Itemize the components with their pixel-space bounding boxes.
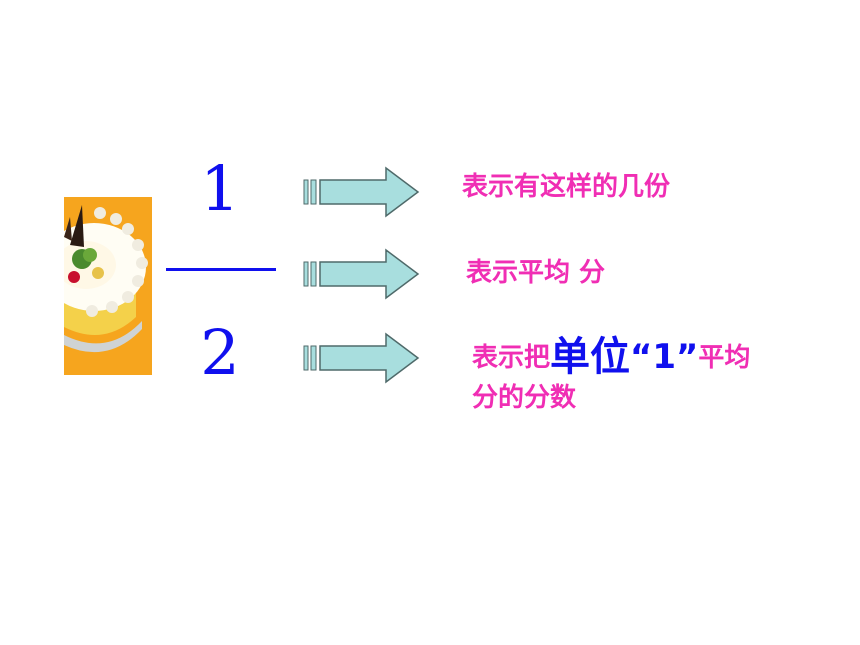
block-right-arrow-icon bbox=[303, 248, 420, 300]
cake-image bbox=[64, 197, 152, 375]
denominator-meaning-line2: 分的分数 bbox=[472, 383, 577, 413]
block-right-arrow-icon bbox=[303, 166, 420, 218]
unit-emphasis-text: 单位 bbox=[550, 334, 631, 380]
denominator-meaning-label: 表示把单位“1”平均 bbox=[472, 333, 750, 381]
denominator-meaning-prefix: 表示把 bbox=[472, 343, 551, 373]
fraction-line bbox=[166, 268, 276, 271]
fraction-denominator: 2 bbox=[200, 316, 240, 389]
unit-one-quote: “1” bbox=[630, 337, 699, 377]
fraction-line-meaning-label: 表示平均 分 bbox=[466, 258, 606, 288]
block-right-arrow-icon bbox=[303, 332, 420, 384]
numerator-meaning-label: 表示有这样的几份 bbox=[462, 172, 671, 202]
denominator-meaning-suffix: 平均 bbox=[698, 343, 751, 373]
fraction-numerator: 1 bbox=[200, 152, 240, 225]
